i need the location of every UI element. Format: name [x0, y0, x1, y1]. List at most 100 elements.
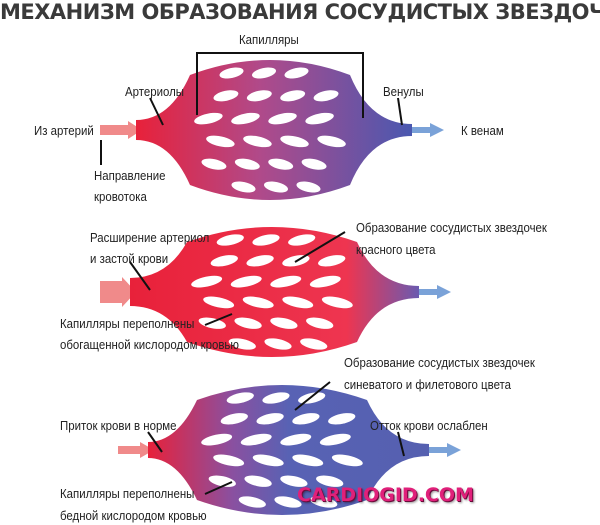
capillary-gap — [251, 67, 277, 79]
capillary-gap — [321, 296, 353, 309]
capillaries-bracket — [196, 52, 364, 118]
capillary-gap — [264, 338, 292, 350]
capillary-gap — [263, 181, 289, 193]
capillary-gap — [226, 392, 254, 404]
inflow-arrow-icon — [100, 277, 136, 307]
capillary-gap — [213, 454, 245, 467]
label-overfilled-poor: Капилляры переполнены — [60, 486, 195, 501]
capillary-gap — [300, 338, 328, 350]
capillary-gap — [280, 475, 308, 487]
pointer-line — [397, 431, 405, 457]
label-overfilled-poor-2: бедной кислородом кровью — [60, 508, 207, 523]
pointer-line — [397, 97, 403, 126]
pointer-line — [294, 231, 346, 263]
label-from-arteries: Из артерий — [34, 123, 94, 138]
label-formation-red-2: красного цвета — [356, 242, 436, 257]
label-overfilled-oxygen-2: обогащенной кислородом кровью — [60, 337, 239, 352]
capillary-gap — [201, 433, 233, 446]
capillary-gap — [198, 317, 226, 329]
capillary-gap — [256, 413, 284, 425]
capillary-gap — [234, 158, 260, 170]
capillary-gap — [309, 275, 341, 288]
capillary-gap — [305, 112, 334, 125]
capillary-gap — [282, 296, 314, 309]
capillary-gap — [240, 433, 272, 446]
capillary-gap — [246, 255, 274, 267]
capillary-gap — [203, 296, 235, 309]
label-formation-red: Образование сосудистых звездочек — [356, 220, 547, 235]
capillary-gap — [220, 413, 248, 425]
label-flow-direction-2: кровотока — [94, 189, 147, 204]
label-inflow: Приток крови в норме — [60, 418, 177, 433]
capillary-gap — [268, 112, 297, 125]
capillary-gap — [191, 275, 223, 288]
capillary-gap — [316, 475, 344, 487]
capillary-gap — [313, 90, 339, 102]
label-flow-direction: Направление — [94, 168, 166, 183]
capillary-gap — [280, 90, 306, 102]
capillary-gap — [268, 158, 294, 170]
capillary-gap — [252, 234, 280, 246]
capillary-gap — [231, 112, 260, 125]
capillary-gap — [292, 413, 320, 425]
pointer-line — [294, 381, 331, 411]
capillary-gap — [318, 255, 346, 267]
capillary-gap — [242, 296, 274, 309]
pointer-line — [204, 481, 233, 495]
capillary-gap — [317, 135, 346, 148]
capillary-gap — [310, 496, 338, 508]
capillary-gap — [270, 317, 298, 329]
capillary-gap — [328, 413, 356, 425]
capillary-gap — [331, 454, 363, 467]
capillary-gap — [280, 135, 309, 148]
label-capillaries: Капилляры — [239, 32, 299, 47]
pointer-line — [204, 313, 233, 326]
label-outflow: Отток крови ослаблен — [370, 418, 488, 433]
capillary-gap — [194, 112, 223, 125]
capillary-gap — [319, 433, 351, 446]
capillary-gap — [213, 90, 239, 102]
capillary-gap — [252, 454, 284, 467]
capillary-gap — [306, 317, 334, 329]
capillary-gap — [280, 433, 312, 446]
inflow-arrow-icon — [100, 121, 142, 139]
label-to-veins: К венам — [461, 123, 504, 138]
watermark-logo: CARDIOGID.COM — [297, 484, 474, 506]
capillary-gap — [296, 181, 321, 193]
pointer-line — [147, 431, 163, 453]
capillary-gap — [243, 135, 272, 148]
label-arterioles: Артериолы — [125, 84, 184, 99]
pointer-line — [129, 261, 151, 291]
pointer-line — [149, 97, 164, 126]
capillary-gap — [274, 496, 302, 508]
capillary-gap — [230, 275, 262, 288]
capillary-gap — [244, 475, 272, 487]
capillary-gap — [206, 135, 235, 148]
capillary-gap — [288, 234, 316, 246]
label-overfilled-oxygen: Капилляры переполнены — [60, 316, 195, 331]
capillary-gap — [210, 255, 238, 267]
label-dilation-2: и застой крови — [90, 251, 169, 266]
capillary-gap — [219, 67, 244, 79]
capillary-bed — [136, 60, 412, 200]
capillary-gap — [201, 158, 227, 170]
outflow-arrow-icon — [427, 443, 461, 457]
capillary-gap — [231, 181, 256, 193]
outflow-arrow-icon — [410, 123, 444, 137]
outflow-arrow-icon — [417, 285, 451, 299]
label-formation-blue-2: синеватого и филетового цвета — [344, 377, 512, 392]
label-dilation: Расширение артериол — [90, 230, 210, 245]
capillary-gap — [262, 392, 290, 404]
capillary-gap — [292, 454, 324, 467]
capillary-gap — [228, 338, 256, 350]
page-title: МЕХАНИЗМ ОБРАЗОВАНИЯ СОСУДИСТЫХ ЗВЕЗДОЧЕ… — [0, 0, 600, 24]
inflow-arrow-icon — [118, 442, 154, 458]
capillary-gap — [234, 317, 262, 329]
capillary-gap — [270, 275, 302, 288]
capillary-gap — [246, 90, 272, 102]
capillary-gap — [238, 496, 266, 508]
label-formation-blue: Образование сосудистых звездочек — [344, 355, 535, 370]
capillary-gap — [284, 67, 309, 79]
